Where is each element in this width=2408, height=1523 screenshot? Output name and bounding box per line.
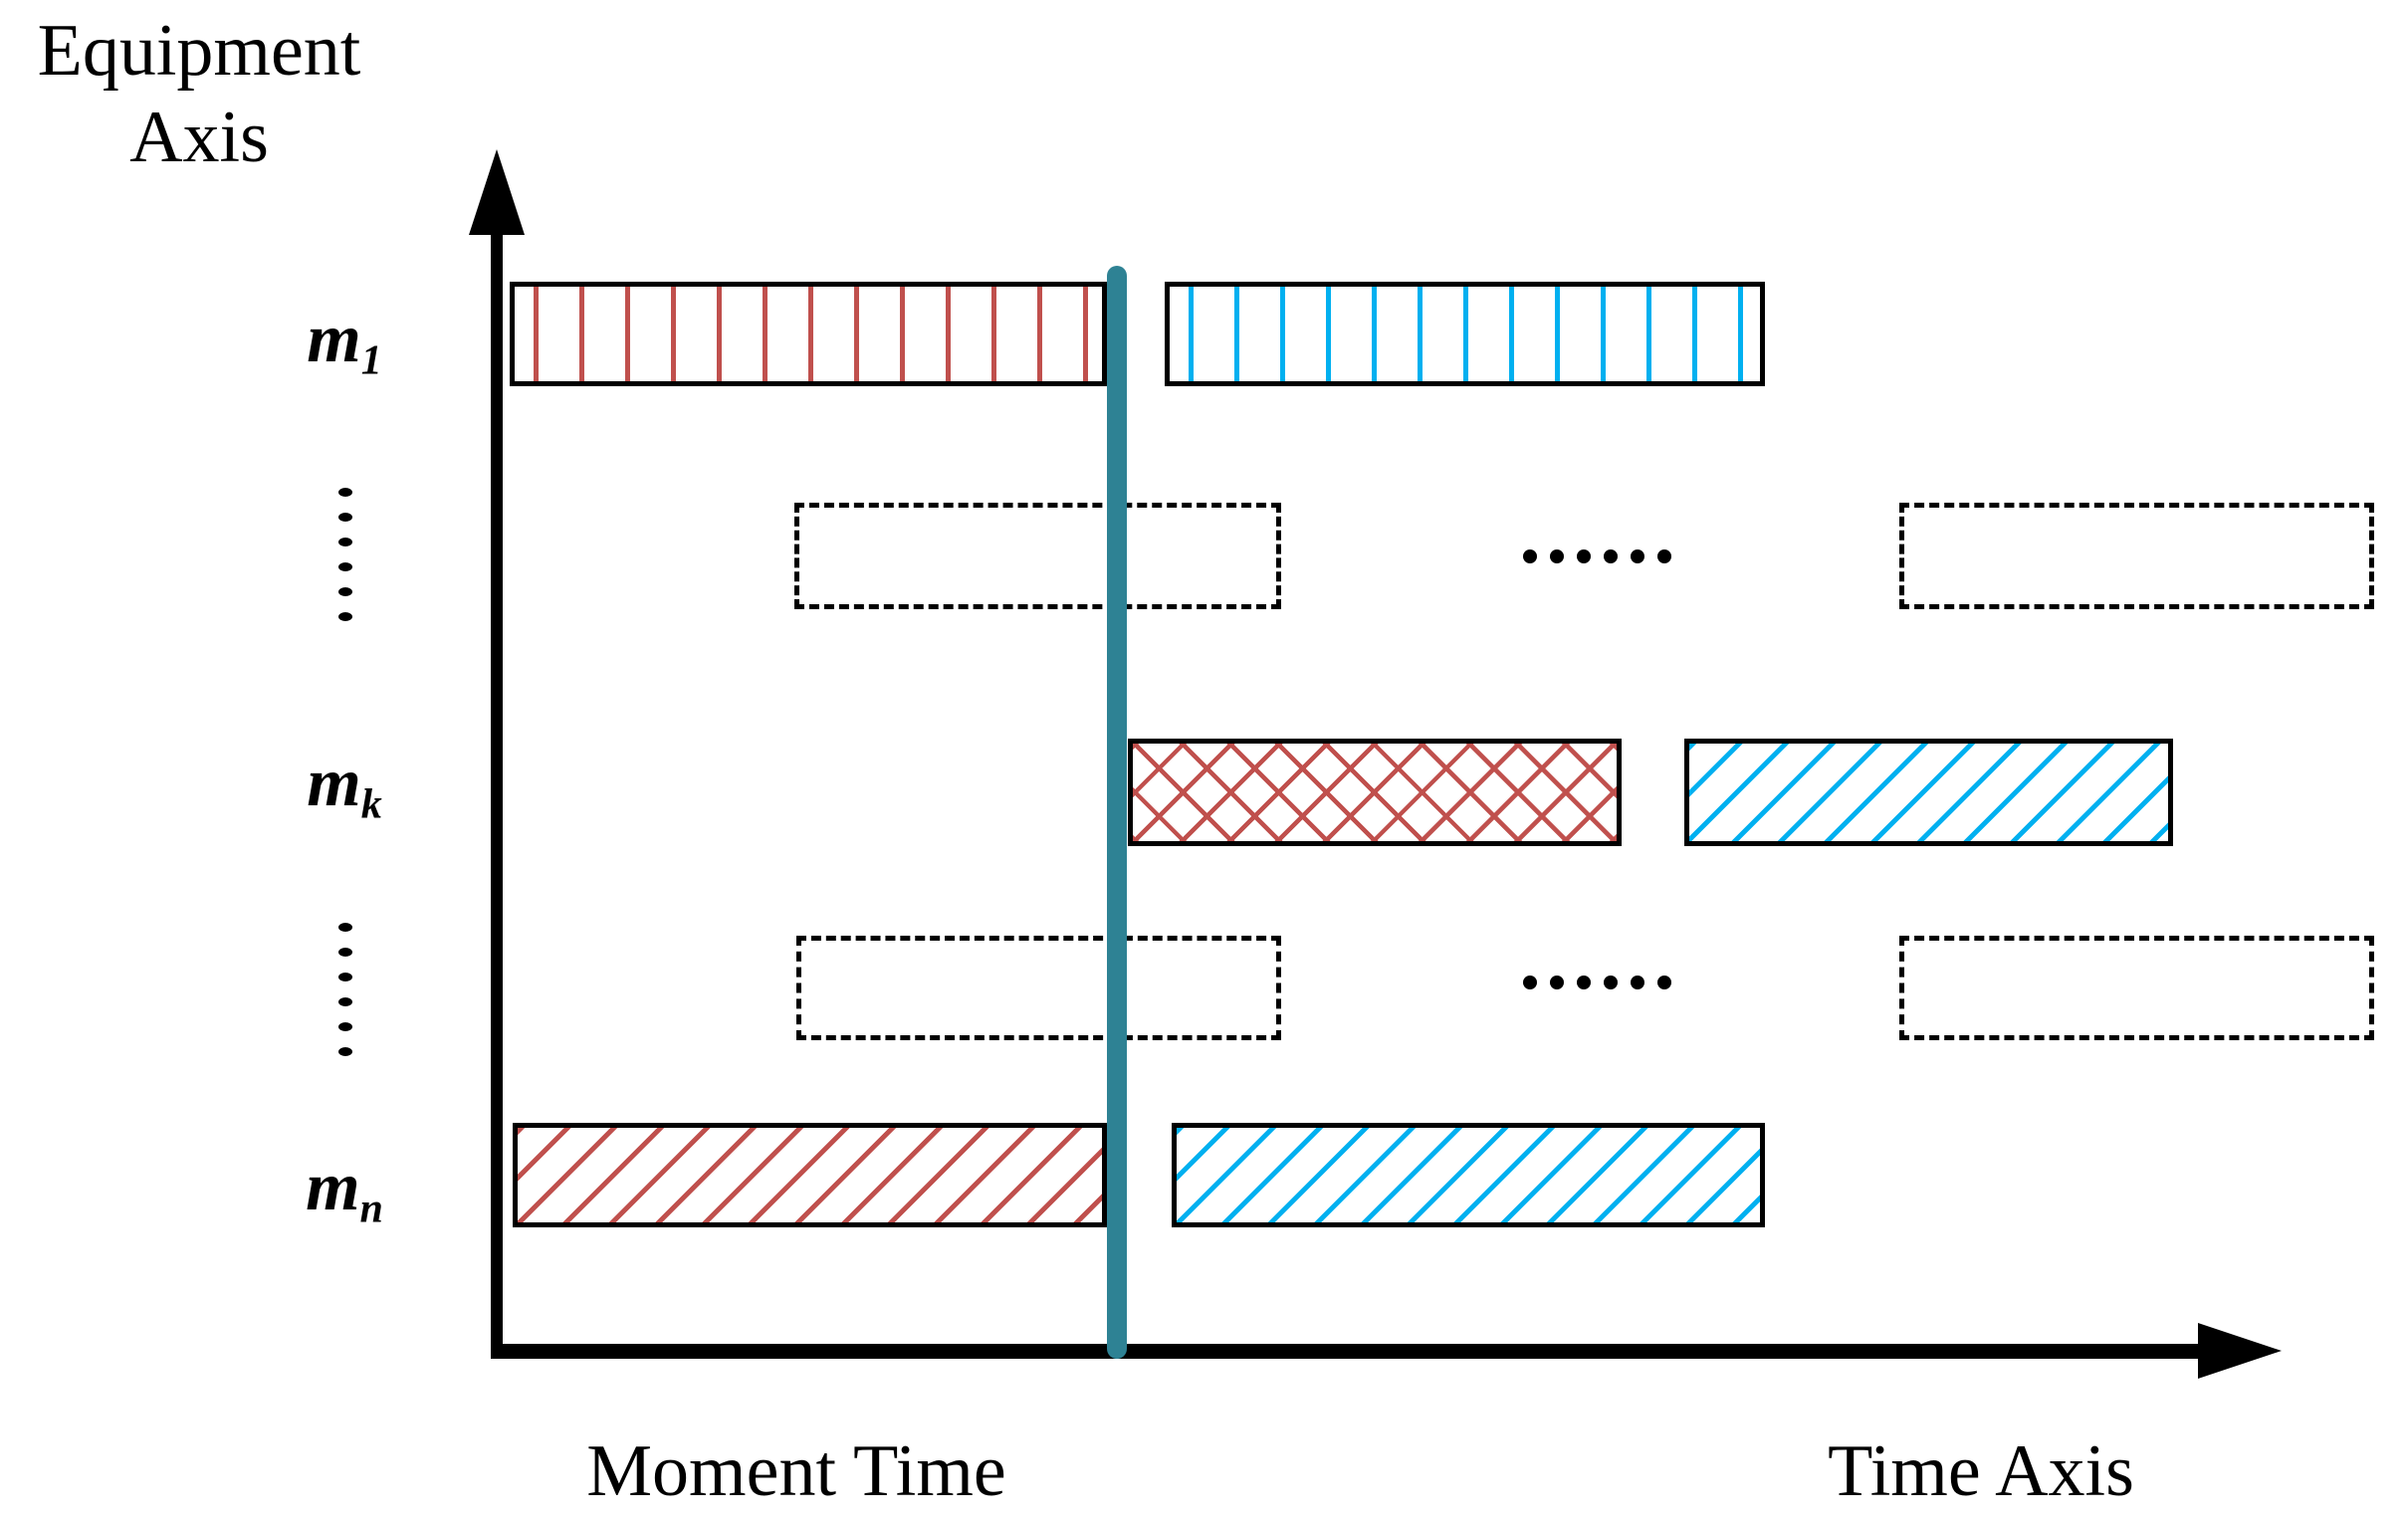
- equipment-axis-line: [491, 227, 503, 1359]
- slot-row4-left: [796, 936, 1281, 1040]
- machine-label-m1: m1: [235, 305, 454, 382]
- machine-label-mk: mk: [235, 749, 454, 826]
- machine-label-m1-base: m: [307, 301, 361, 377]
- ellipsis-row4: [1523, 976, 1671, 989]
- slot-row2-left: [794, 503, 1281, 609]
- ellipsis-dot: [1631, 549, 1644, 563]
- ellipsis-dot: [1550, 976, 1564, 989]
- ellipsis-dot: [1577, 976, 1591, 989]
- machine-label-mk-sub: k: [360, 781, 382, 828]
- ellipsis-dot: [1604, 549, 1618, 563]
- ellipsis-dot: [1577, 549, 1591, 563]
- moment-time-marker-line: [1107, 266, 1127, 1359]
- ellipsis-dot: [338, 513, 352, 522]
- machine-label-mn-sub: n: [359, 1186, 383, 1232]
- ellipsis-dot: [338, 1022, 352, 1031]
- equipment-axis-arrowhead-icon: [469, 149, 525, 235]
- bar-m1-after-moment: [1165, 282, 1765, 386]
- ellipsis-dot: [338, 562, 352, 571]
- ellipsis-dot: [1523, 976, 1537, 989]
- ellipsis-dot: [1631, 976, 1644, 989]
- ellipsis-dot: [1657, 549, 1671, 563]
- ellipsis-dot: [338, 923, 352, 932]
- ellipsis-dot: [338, 973, 352, 981]
- ellipsis-dot: [1523, 549, 1537, 563]
- ellipsis-dot: [1657, 976, 1671, 989]
- moment-time-caption: Moment Time: [586, 1430, 1006, 1512]
- bar-mk-job1: [1128, 739, 1622, 846]
- ellipsis-dot: [338, 1047, 352, 1056]
- bar-m1-before-moment: [510, 282, 1107, 386]
- bar-mn-after-moment: [1172, 1123, 1765, 1227]
- time-axis-arrowhead-icon: [2198, 1323, 2282, 1379]
- ellipsis-dot: [338, 997, 352, 1006]
- ellipsis-dot: [338, 488, 352, 497]
- slot-row4-right: [1899, 936, 2374, 1040]
- equipment-axis-title-line2: Axis: [129, 97, 269, 179]
- ellipsis-dot: [338, 948, 352, 957]
- bar-mk-job2: [1684, 739, 2173, 846]
- equipment-axis-title: Equipment Axis: [0, 8, 398, 182]
- ellipsis-machines-lower: [338, 923, 352, 1056]
- machine-label-mk-base: m: [307, 745, 361, 821]
- machine-label-m1-sub: 1: [360, 337, 382, 384]
- machine-label-mn: mn: [235, 1153, 454, 1230]
- ellipsis-dot: [338, 538, 352, 546]
- ellipsis-dot: [338, 587, 352, 596]
- ellipsis-dot: [338, 612, 352, 621]
- equipment-axis-title-line1: Equipment: [37, 10, 361, 92]
- slot-row2-right: [1899, 503, 2374, 609]
- machine-label-mn-base: m: [306, 1149, 360, 1225]
- bar-mn-before-moment: [513, 1123, 1107, 1227]
- ellipsis-dot: [1550, 549, 1564, 563]
- time-axis-line: [491, 1344, 2198, 1359]
- ellipsis-row2: [1523, 549, 1671, 563]
- ellipsis-dot: [1604, 976, 1618, 989]
- time-axis-caption: Time Axis: [1828, 1430, 2134, 1512]
- ellipsis-machines-upper: [338, 488, 352, 621]
